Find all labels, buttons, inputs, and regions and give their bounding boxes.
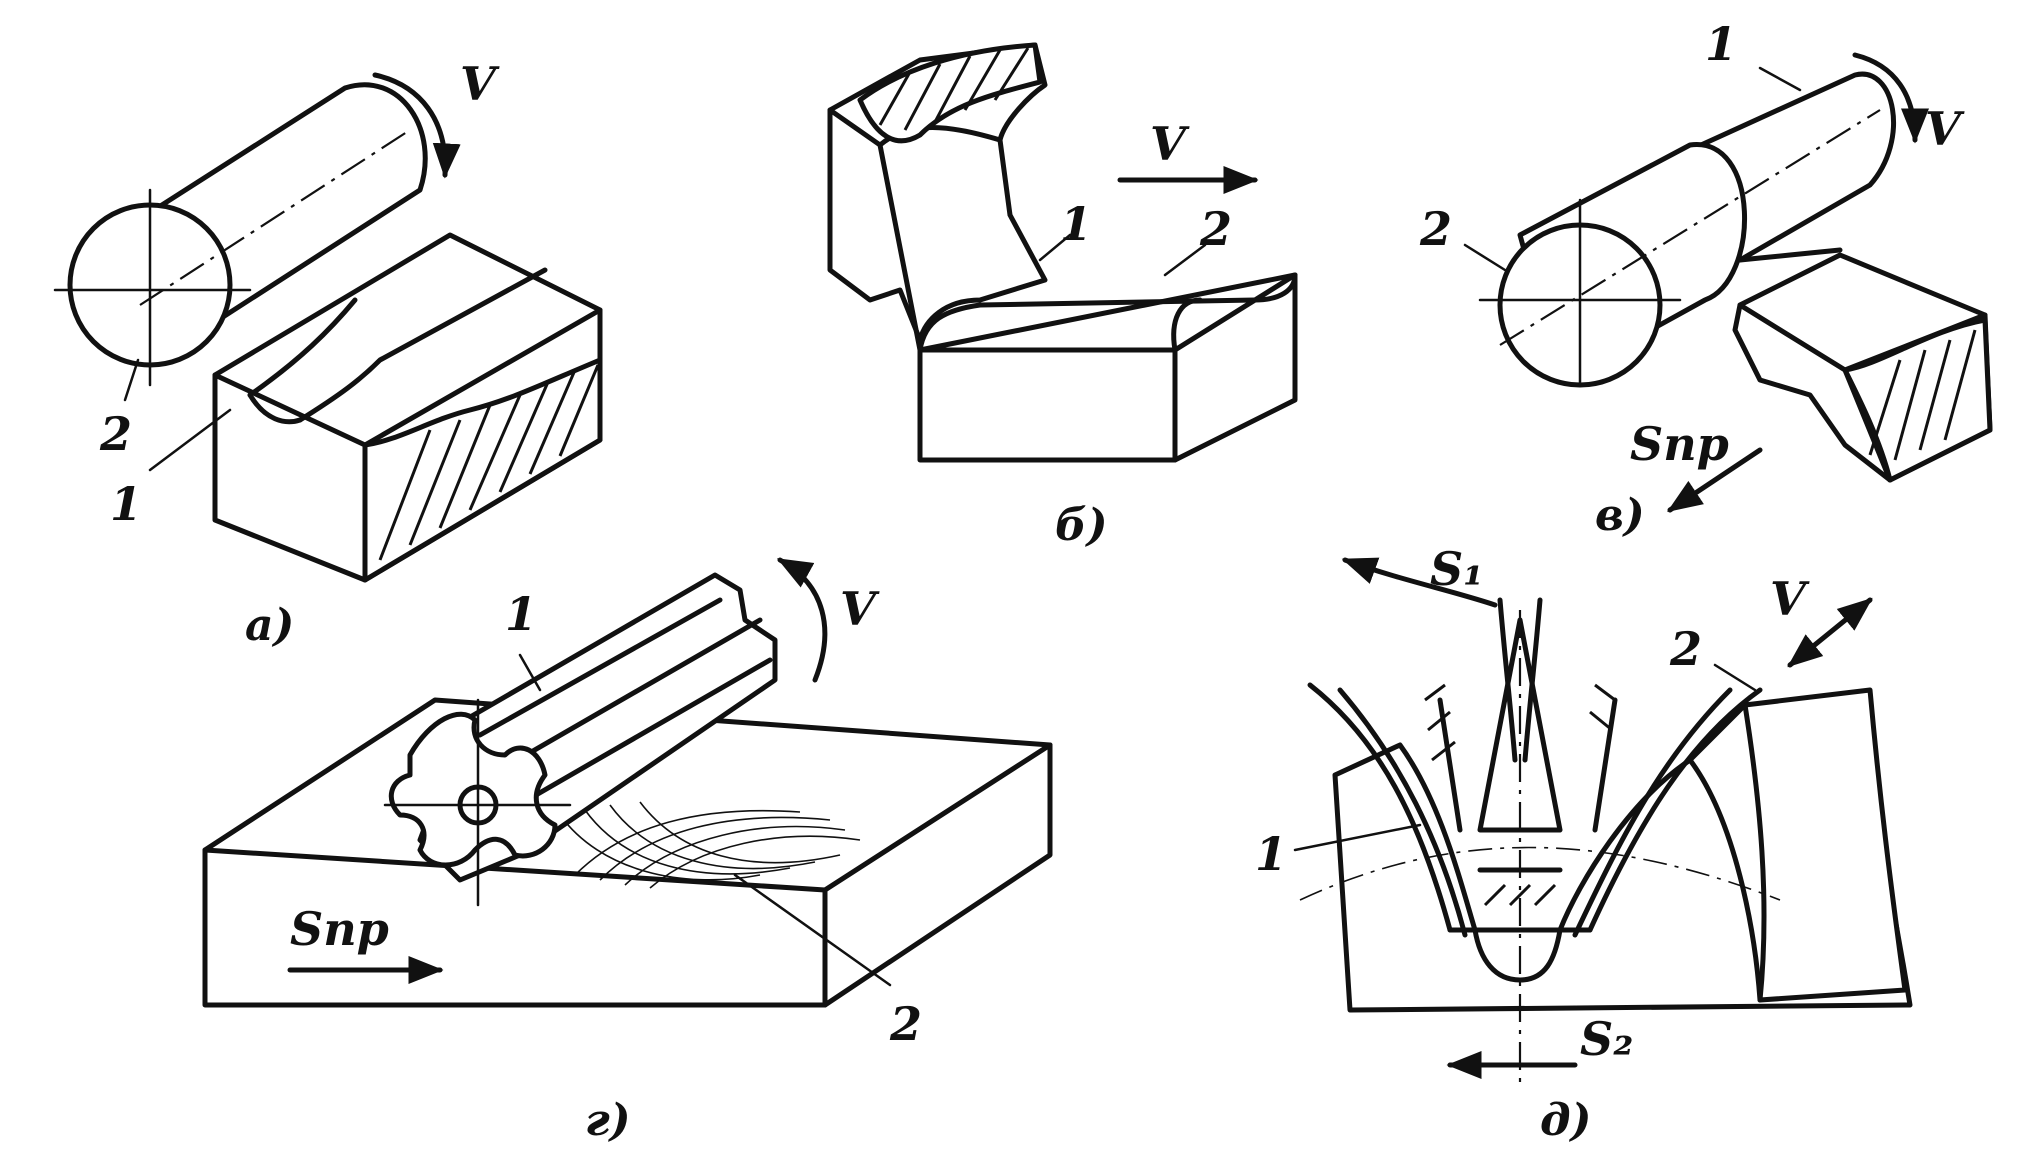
panel-b-label-2: 2 <box>1199 202 1232 256</box>
panel-e-velocity-arrow <box>1787 597 1873 668</box>
panel-c-leader-1 <box>1758 66 1802 92</box>
panel-d-caption: г) <box>585 1095 631 1146</box>
panel-c-label-2: 2 <box>1419 202 1452 256</box>
panel-e-gear-block <box>1299 687 1913 1013</box>
panel-c-rotation-arrow <box>1852 52 1929 144</box>
panel-e-label-s1: S₁ <box>1430 542 1483 596</box>
panel-e-label-2: 2 <box>1669 622 1702 676</box>
panel-b-label-1: 1 <box>1060 197 1092 251</box>
panel-b-workpiece <box>917 272 1298 463</box>
panel-a-label-v: V <box>460 57 500 111</box>
panel-c-workpiece <box>1732 252 1993 483</box>
panel-a-caption: a) <box>245 600 294 651</box>
panel-d-grinding-marks <box>559 801 861 889</box>
panel-a-leader-2 <box>123 358 140 402</box>
panel-a-label-1: 1 <box>110 477 142 531</box>
panel-d-label-v: V <box>840 582 880 636</box>
panel-a-label-2: 2 <box>99 407 132 461</box>
panel-d-label-2: 2 <box>889 997 922 1051</box>
panel-d-rotation-arrow <box>776 557 828 683</box>
panel-e-label-1: 1 <box>1255 827 1287 881</box>
panel-e-caption: д) <box>1540 1095 1591 1146</box>
panel-d-label-feed: Sпр <box>290 902 389 956</box>
panel-d-fluted-roller <box>383 572 778 907</box>
panel-e-leader-1 <box>1293 823 1422 852</box>
panel-c-leader-2 <box>1463 243 1507 272</box>
panel-c-label-feed: Sпр <box>1630 417 1729 471</box>
panel-e-label-v: V <box>1770 572 1810 626</box>
panel-a-cylinder-tool <box>53 82 428 387</box>
panel-d-label-1: 1 <box>505 587 537 641</box>
panel-c-cylinder-tool <box>1478 71 1896 388</box>
panel-b-label-v: V <box>1150 117 1190 171</box>
panel-c-label-v: V <box>1925 102 1965 156</box>
panel-e-wheel-profiles <box>1307 597 1763 1090</box>
panel-a-rotation-arrow <box>372 72 461 179</box>
panel-b-leader-2 <box>1163 243 1207 277</box>
panel-c: V 1 2 Sпр в) <box>1419 17 1993 541</box>
panel-a-leader-1 <box>148 408 232 472</box>
panel-e-s1-arrow <box>1341 557 1498 608</box>
panel-b-caption: б) <box>1055 500 1108 551</box>
panel-e: S₁ V 2 1 S₂ д) <box>1255 542 1913 1146</box>
panel-d-leader-2 <box>733 873 892 987</box>
panel-a-workpiece <box>212 232 603 583</box>
panel-b: V 1 2 б) <box>827 42 1298 551</box>
panel-b-leader-1 <box>1038 233 1072 262</box>
panel-d-leader-1 <box>518 653 542 692</box>
panel-a: V 2 1 a) <box>53 57 603 651</box>
panel-c-label-1: 1 <box>1705 17 1737 71</box>
panel-e-label-s2: S₂ <box>1580 1012 1633 1066</box>
panel-e-leader-2 <box>1713 663 1757 692</box>
panel-c-feed-arrow <box>1667 447 1763 513</box>
panel-d: V 1 2 Sпр г) <box>202 557 1053 1146</box>
panel-c-caption: в) <box>1595 490 1645 541</box>
panel-b-profiled-tool <box>827 42 1048 353</box>
